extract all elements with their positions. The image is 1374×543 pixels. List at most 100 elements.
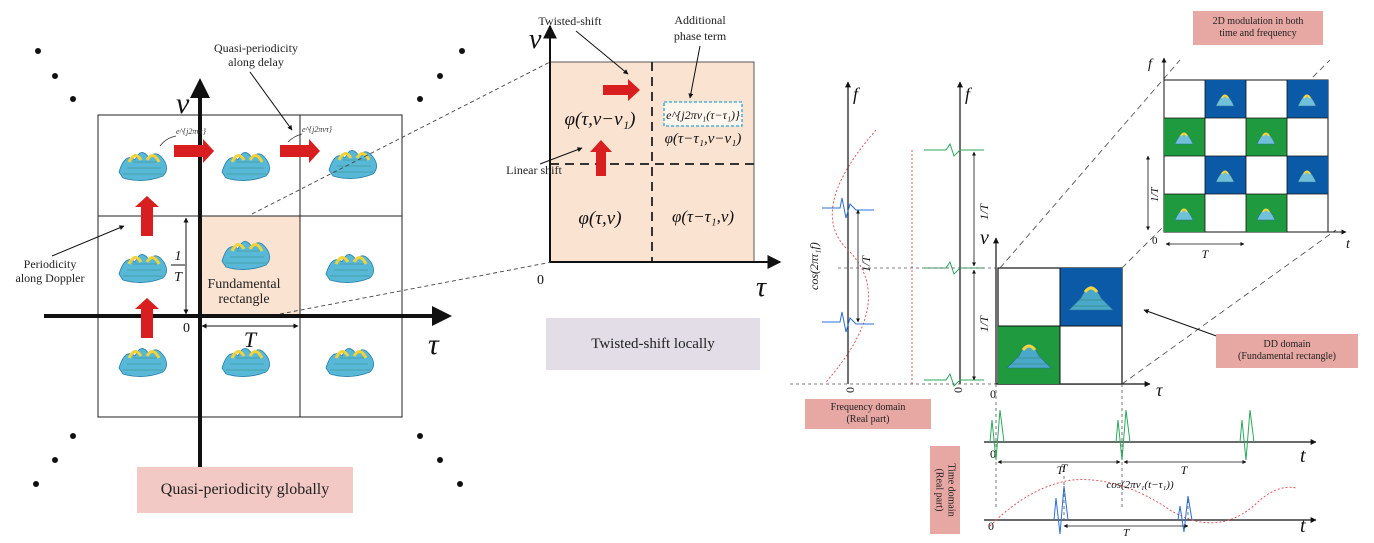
cos-curve-time xyxy=(989,479,1297,527)
quasi-delay-label: Quasi-periodicity xyxy=(214,41,298,55)
left-nu-label: ν xyxy=(176,87,190,120)
time-T: T xyxy=(1057,463,1065,477)
zoom-line xyxy=(279,261,553,315)
caption-twisted-shift: Twisted-shift locally xyxy=(546,318,760,370)
pulse xyxy=(822,311,874,333)
caption-line: 2D modulation in both xyxy=(1212,16,1304,27)
ellipsis-dot xyxy=(52,73,58,79)
grid-3x3 xyxy=(97,114,403,418)
phase-label-small: e^{j2πντ} xyxy=(302,125,333,134)
ellipsis-dot xyxy=(35,48,41,54)
ambiguity-surface xyxy=(117,150,169,183)
label-1: 1 xyxy=(175,249,182,264)
ellipsis-dot xyxy=(70,96,76,102)
caption-time-domain: Time domain (Real part) xyxy=(930,446,960,534)
dd-origin: 0 xyxy=(990,387,996,401)
time-pulse-blue xyxy=(1053,485,1069,535)
caption-line: DD domain xyxy=(1263,339,1311,350)
ambiguity-surface xyxy=(220,150,272,183)
freq-origin: 0 xyxy=(843,387,857,393)
fundamental-label: rectangle xyxy=(218,292,269,307)
panel-left-quasi-periodicity: e^{j2πντ} e^{j2πντ} Quasi-periodicity al… xyxy=(16,41,465,510)
additional-phase-label: Additional xyxy=(674,13,726,27)
caption-line: (Real part) xyxy=(934,468,945,512)
ambiguity-surface xyxy=(117,346,169,379)
mid-origin: 0 xyxy=(537,273,544,288)
caption-dd-domain: DD domain (Fundamental rectangle) xyxy=(1216,334,1358,368)
periodicity-label: along Doppler xyxy=(16,271,85,285)
label-T: T xyxy=(244,327,258,352)
label-T-den: T xyxy=(174,270,183,285)
caption-2d-modulation: 2D modulation in both time and frequency xyxy=(1193,11,1323,45)
ellipsis-dot xyxy=(417,433,423,439)
phase-term: e^{j2πν₁(τ−τ₁)} xyxy=(666,108,740,122)
ellipsis-dot xyxy=(437,457,443,463)
caption-text: Twisted-shift locally xyxy=(591,335,715,352)
cell-bottom-left: φ(τ,ν) xyxy=(578,208,621,229)
ellipsis-dot xyxy=(33,481,39,487)
mod-cells xyxy=(1164,80,1328,232)
left-origin: 0 xyxy=(183,321,190,336)
caption-line: (Fundamental rectangle) xyxy=(1237,351,1336,362)
fundamental-label: Fundamental xyxy=(207,277,280,292)
cos-time-label: cos(2πν₁(t−τ₁)) xyxy=(1106,479,1174,491)
freq-pulses-green xyxy=(924,142,984,387)
ellipsis-dot xyxy=(457,481,463,487)
mid-tau-label: τ xyxy=(756,272,767,303)
time2-T-top: T xyxy=(1061,461,1069,475)
time-T: T xyxy=(1181,463,1189,477)
panel-right-modulation: f 1/T cos(2πτ₁f) 0 f 1/T 1/T 0 ν τ 0 xyxy=(790,57,1351,539)
freq-axis-label-2: f xyxy=(965,84,973,104)
mid-nu-label: ν xyxy=(529,24,542,55)
freq-axis-label: f xyxy=(853,84,861,104)
caption-text: Quasi-periodicity globally xyxy=(160,481,330,498)
pointer-arrow xyxy=(249,71,293,131)
pointer-arrow xyxy=(51,225,125,257)
pointer-arrow xyxy=(688,45,701,99)
pointer-arrow xyxy=(539,147,583,165)
ambiguity-surface xyxy=(324,346,376,379)
mod-T: T xyxy=(1202,247,1210,261)
freq-origin-2: 0 xyxy=(951,387,965,393)
phase-term-box xyxy=(663,101,743,127)
red-shift-arrows xyxy=(135,139,320,338)
cos-curve-freq xyxy=(825,129,877,383)
mod-t-label: t xyxy=(1346,237,1351,252)
ellipsis-dot xyxy=(459,48,465,54)
zoom-line xyxy=(251,61,551,215)
linear-shift-label: Linear shift xyxy=(506,163,562,177)
caption-line: time and frequency xyxy=(1219,28,1297,39)
time-axis-label-2: t xyxy=(1300,515,1306,537)
time-origin-2: 0 xyxy=(988,519,994,533)
caption-line: Time domain xyxy=(946,463,957,517)
ambiguity-surface xyxy=(324,252,376,285)
ellipsis-dot xyxy=(417,96,423,102)
time-pulse-blue xyxy=(1177,495,1193,533)
time-origin: 0 xyxy=(990,447,996,461)
phase-label-small: e^{j2πντ} xyxy=(176,127,207,136)
mod-1T: 1/T xyxy=(1149,186,1161,202)
dim-1T: 1/T xyxy=(977,203,991,220)
time2-T: T xyxy=(1123,527,1130,538)
dd-nu-label: ν xyxy=(980,227,989,249)
mid-red-arrows xyxy=(590,79,640,176)
caption-frequency-domain: Frequency domain (Real part) xyxy=(805,399,931,429)
ellipsis-dot xyxy=(52,457,58,463)
additional-phase-label: phase term xyxy=(674,29,727,43)
mod-origin: 0 xyxy=(1152,235,1158,247)
cell-top-left: φ(τ,ν−ν₁) xyxy=(564,109,635,130)
dd-tau-label: τ xyxy=(1156,380,1163,400)
panel-mid-twisted-shift: ν τ 0 φ(τ,ν−ν₁) φ(τ−τ₁,ν−ν₁) φ(τ,ν) φ(τ−… xyxy=(506,13,782,303)
ellipsis-dot xyxy=(437,73,443,79)
caption-line: (Real part) xyxy=(846,414,890,425)
cos-freq-label: cos(2πτ₁f) xyxy=(807,242,821,290)
freq-1T: 1/T xyxy=(859,255,873,272)
ambiguity-surface xyxy=(117,252,169,285)
periodicity-label: Periodicity xyxy=(24,257,77,271)
left-tau-label: τ xyxy=(428,328,440,361)
pointer-arrow xyxy=(1143,309,1223,339)
ambiguity-surface xyxy=(327,148,379,181)
cell-top-right: φ(τ−τ₁,ν−ν₁) xyxy=(665,131,742,147)
